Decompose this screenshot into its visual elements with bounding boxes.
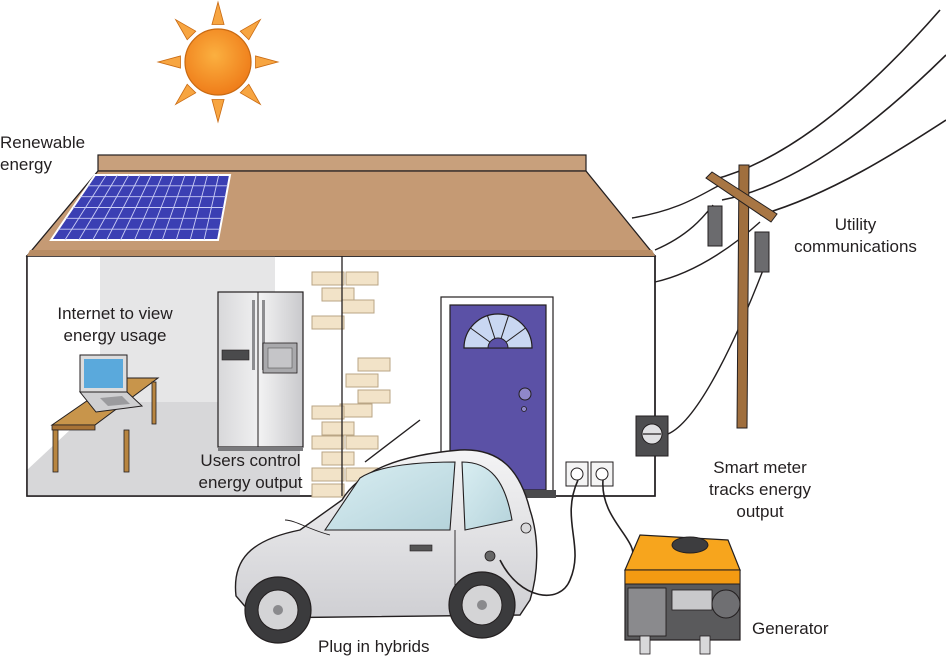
brick xyxy=(357,389,391,404)
label-smart-meter: Smart meter tracks energy output xyxy=(708,458,812,521)
brick xyxy=(321,421,355,436)
sun-icon xyxy=(156,0,280,124)
sun-ray xyxy=(156,55,181,69)
label-generator: Generator xyxy=(752,619,829,638)
outlet-icon xyxy=(565,461,614,487)
car-icon xyxy=(234,419,538,644)
brick xyxy=(311,271,345,286)
sun-rays xyxy=(156,0,280,124)
brick xyxy=(311,315,345,330)
brick xyxy=(311,435,345,450)
brick xyxy=(311,405,345,420)
sun-ray xyxy=(174,83,197,106)
generator-icon xyxy=(624,534,741,655)
sun-ray xyxy=(239,83,262,106)
sun-ray xyxy=(174,18,197,41)
sun-ray xyxy=(239,18,262,41)
brick xyxy=(311,467,345,482)
label-users-control: Users control energy output xyxy=(198,451,303,492)
brick xyxy=(339,403,373,418)
sun-ray xyxy=(211,0,225,25)
solar-panel-icon xyxy=(49,174,232,241)
brick xyxy=(345,435,379,450)
brick xyxy=(311,483,345,498)
label-utility-communications: Utility communications xyxy=(794,215,917,256)
sun-ray xyxy=(211,99,225,124)
window-hub xyxy=(487,337,509,349)
brick xyxy=(345,271,379,286)
label-internet-usage: Internet to view energy usage xyxy=(57,304,173,345)
refrigerator-icon xyxy=(217,291,304,451)
brick xyxy=(357,357,391,372)
brick xyxy=(321,451,355,466)
label-renewable-energy: Renewable energy xyxy=(0,133,86,174)
laptop-icon xyxy=(78,354,144,413)
smart-meter-icon xyxy=(635,415,669,457)
brick-column xyxy=(311,271,391,498)
utility-pole-icon xyxy=(631,9,946,435)
sun-ray xyxy=(255,55,280,69)
brick xyxy=(345,373,379,388)
brick xyxy=(321,287,355,302)
label-plug-in-hybrids: Plug in hybrids xyxy=(318,637,430,656)
brick xyxy=(341,299,375,314)
